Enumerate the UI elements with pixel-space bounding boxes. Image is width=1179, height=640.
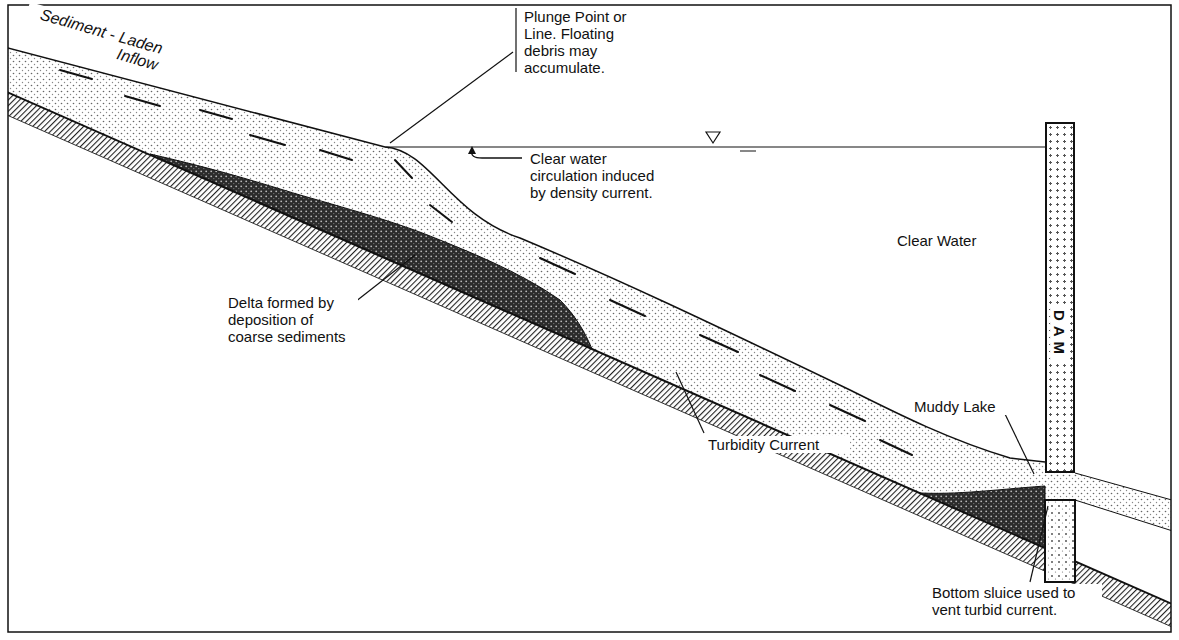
- figure-frame: [8, 5, 1171, 632]
- callout-note: Plunge Point or Line. Floating debris ma…: [522, 8, 640, 76]
- water-level-tick: [740, 151, 756, 152]
- callout-note: Clear water circulation induced by densi…: [528, 150, 674, 201]
- sluice-outflow-bottom: [1075, 500, 1171, 533]
- circulation-arrowhead: [468, 146, 476, 154]
- callout-note: Delta formed by deposition of coarse sed…: [226, 294, 358, 345]
- flow-streaks: [60, 70, 912, 455]
- inflow-surface: [8, 46, 1045, 462]
- circulation-arrow: [472, 151, 522, 158]
- callout-note: Bottom sluice used to vent turbid curren…: [930, 584, 1102, 618]
- callout-note: Turbidity Current: [706, 436, 850, 453]
- region-label: Clear Water: [895, 232, 1009, 249]
- sluice-outflow-top: [1075, 473, 1171, 502]
- reservoir-bed: [8, 89, 1171, 607]
- ground-hatch-edge: [8, 112, 1171, 630]
- dam-base: [1045, 500, 1075, 582]
- region-label: Muddy Lake: [912, 398, 1016, 415]
- leader-lines: [355, 8, 1048, 582]
- ground-hatch: [8, 89, 1171, 630]
- dam-wall: DAM: [1045, 122, 1075, 473]
- water-level-symbol: [706, 132, 720, 143]
- dam-label: DAM: [1051, 308, 1070, 361]
- water-surface: [385, 146, 1045, 147]
